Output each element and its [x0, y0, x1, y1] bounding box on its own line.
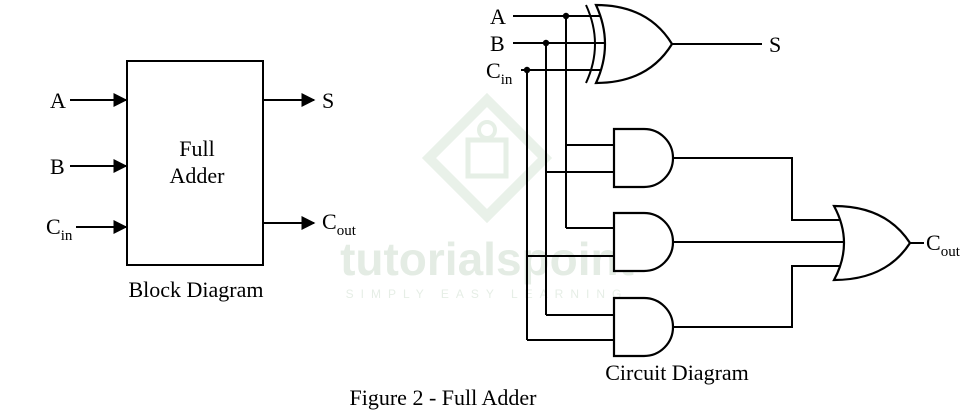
block-label-b: B: [50, 154, 65, 179]
watermark-tagline: SIMPLY EASY LEARNING: [346, 287, 629, 301]
watermark: tutorialspoint SIMPLY EASY LEARNING: [340, 92, 634, 301]
or-gate: [832, 204, 912, 282]
circuit-label-s: S: [769, 32, 781, 57]
circuit-diagram: A B Cin S: [486, 3, 961, 385]
circuit-label-cout: Cout: [926, 230, 961, 260]
block-diagram-caption: Block Diagram: [128, 277, 263, 302]
circuit-diagram-caption: Circuit Diagram: [605, 360, 749, 385]
box-label-adder: Adder: [170, 163, 226, 188]
box-label-full: Full: [179, 136, 214, 161]
and-gate-1: [612, 127, 675, 189]
circuit-label-cin: Cin: [486, 58, 513, 88]
full-adder-box: [126, 60, 264, 266]
watermark-logo-icon: [421, 92, 553, 224]
block-label-cin: Cin: [46, 214, 73, 244]
xor-gate: [585, 3, 674, 85]
figure-caption: Figure 2 - Full Adder: [350, 385, 538, 410]
and-gate-2: [612, 211, 675, 273]
and-gate-3: [612, 296, 675, 358]
block-label-cout: Cout: [322, 209, 357, 239]
carry-wires: [673, 157, 852, 328]
watermark-brand: tutorialspoint: [340, 233, 634, 285]
block-label-a: A: [50, 88, 66, 113]
circuit-label-b: B: [490, 31, 505, 56]
block-label-s: S: [322, 88, 334, 113]
block-diagram: Full Adder A B Cin S Cout Block Diagram: [46, 60, 357, 302]
circuit-label-a: A: [490, 4, 506, 29]
